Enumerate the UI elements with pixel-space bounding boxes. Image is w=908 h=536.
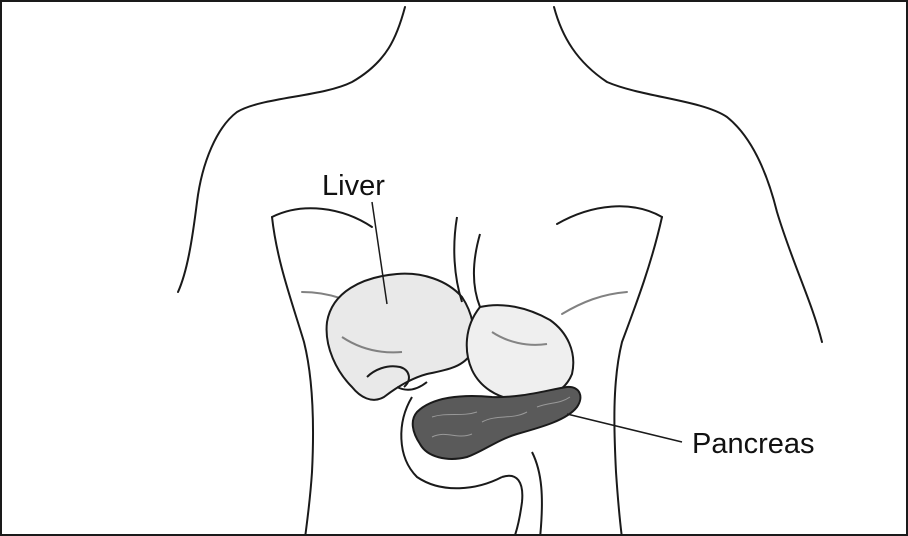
liver-label: Liver [322,172,385,201]
pancreas-leader-line [567,414,682,442]
liver-shape [327,274,474,400]
pancreas-label: Pancreas [692,430,815,459]
stomach-shape [401,217,573,536]
pancreas-shape [413,387,581,459]
